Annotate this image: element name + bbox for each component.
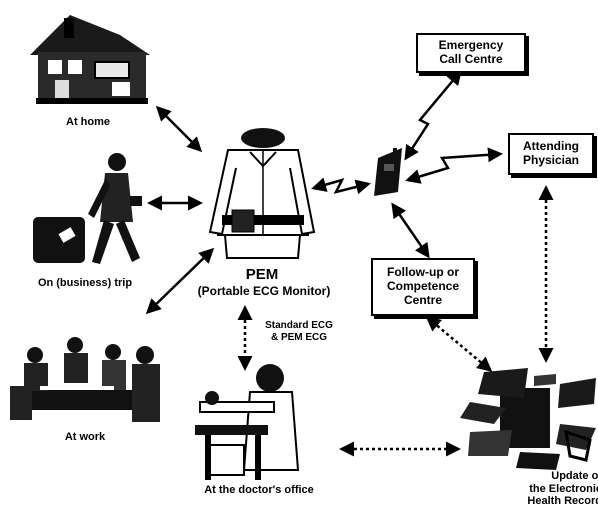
label-doctors-office: At the doctor's office	[204, 484, 314, 496]
computer-workstation-illustration	[460, 368, 596, 470]
emergency-line1: Emergency	[438, 38, 504, 53]
followup-line1: Follow-up or	[387, 265, 459, 280]
followup-line3: Centre	[403, 292, 442, 307]
meeting-illustration	[10, 337, 160, 422]
emergency-call-centre-box: Emergency Call Centre	[416, 33, 526, 73]
followup-line2: Competence	[386, 279, 460, 294]
label-at-work: At work	[64, 431, 106, 443]
pem-subtitle: (Portable ECG Monitor)	[197, 284, 331, 298]
dotted-arrow-followup-ehr	[425, 316, 493, 372]
mobile-phone-illustration	[374, 148, 402, 196]
physician-line1: Attending	[523, 139, 579, 154]
arrow-work-pem	[145, 247, 215, 315]
pem-person-illustration	[208, 128, 316, 259]
wireless-link-pem-phone	[311, 177, 371, 195]
arrow-home-pem	[155, 105, 203, 153]
ehr-line3: Health Record	[527, 495, 598, 508]
ecg-note-line2: & PEM ECG	[270, 331, 328, 343]
label-at-home: At home	[66, 116, 110, 128]
arrow-phone-followup	[391, 202, 430, 259]
traveller-illustration	[33, 153, 142, 264]
ehr-line2: the Electronic	[529, 482, 598, 495]
pem-title: PEM	[245, 266, 279, 283]
wireless-link-phone-emergency	[404, 69, 462, 161]
ehr-line1: Update of	[551, 470, 598, 482]
follow-up-competence-centre-box: Follow-up or Competence Centre	[371, 258, 475, 316]
ecg-note: Standard ECG & PEM ECG	[254, 320, 344, 343]
doctors-office-illustration	[195, 364, 300, 480]
ecg-note-line1: Standard ECG	[265, 320, 333, 331]
wireless-link-phone-physician	[405, 147, 503, 184]
house-illustration	[30, 15, 150, 104]
label-business-trip: On (business) trip	[37, 277, 133, 289]
attending-physician-box: Attending Physician	[508, 133, 594, 175]
ehr-update-label: Update of the Electronic Health Record	[516, 470, 598, 508]
emergency-line2: Call Centre	[439, 52, 503, 66]
physician-line2: Physician	[522, 153, 580, 167]
